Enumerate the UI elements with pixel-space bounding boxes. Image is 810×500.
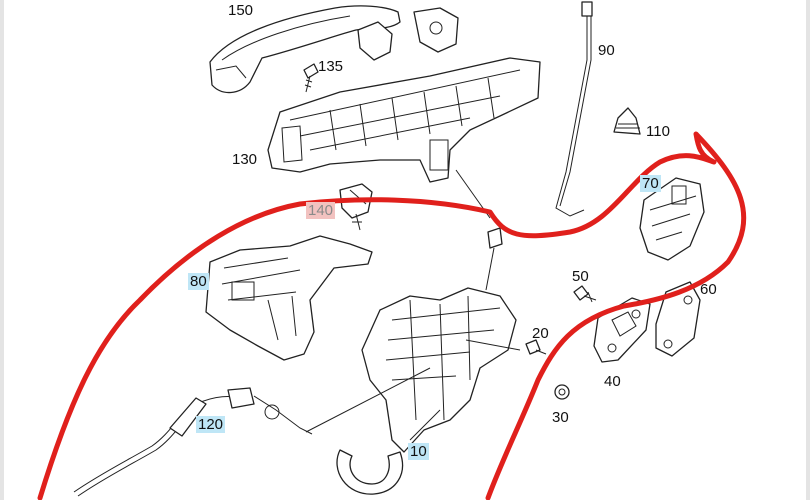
part-120-cable bbox=[73, 387, 313, 497]
callout-120: 120 bbox=[196, 416, 226, 433]
part-30-nut bbox=[554, 384, 570, 400]
part-110-grommet bbox=[613, 107, 641, 135]
callout-30: 30 bbox=[552, 409, 569, 426]
part-140-plug bbox=[339, 183, 373, 231]
part-90-rod bbox=[555, 1, 593, 217]
callout-140: 140 bbox=[306, 202, 336, 219]
callout-135: 135 bbox=[318, 58, 344, 75]
callout-130: 130 bbox=[232, 151, 258, 168]
callout-150: 150 bbox=[228, 2, 254, 19]
callout-10: 10 bbox=[408, 443, 429, 460]
callout-70: 70 bbox=[640, 175, 661, 192]
right-frame-edge bbox=[806, 0, 810, 500]
left-frame-edge bbox=[0, 0, 4, 500]
callout-50: 50 bbox=[572, 268, 589, 285]
part-70-actuator bbox=[639, 177, 705, 261]
callout-80: 80 bbox=[188, 273, 209, 290]
part-150-outer-handle bbox=[209, 5, 459, 94]
callout-20: 20 bbox=[532, 325, 549, 342]
callout-90: 90 bbox=[598, 42, 615, 59]
red-annotation-stroke bbox=[37, 131, 747, 500]
part-135-screw bbox=[303, 63, 319, 93]
part-130-handle-carrier bbox=[267, 57, 541, 183]
callout-60: 60 bbox=[700, 281, 717, 298]
callout-110: 110 bbox=[646, 123, 670, 140]
part-20-screw bbox=[525, 339, 547, 355]
part-80-bracket bbox=[205, 235, 373, 361]
part-50-screw bbox=[573, 285, 597, 303]
part-40-striker bbox=[593, 297, 651, 363]
callout-40: 40 bbox=[604, 373, 621, 390]
